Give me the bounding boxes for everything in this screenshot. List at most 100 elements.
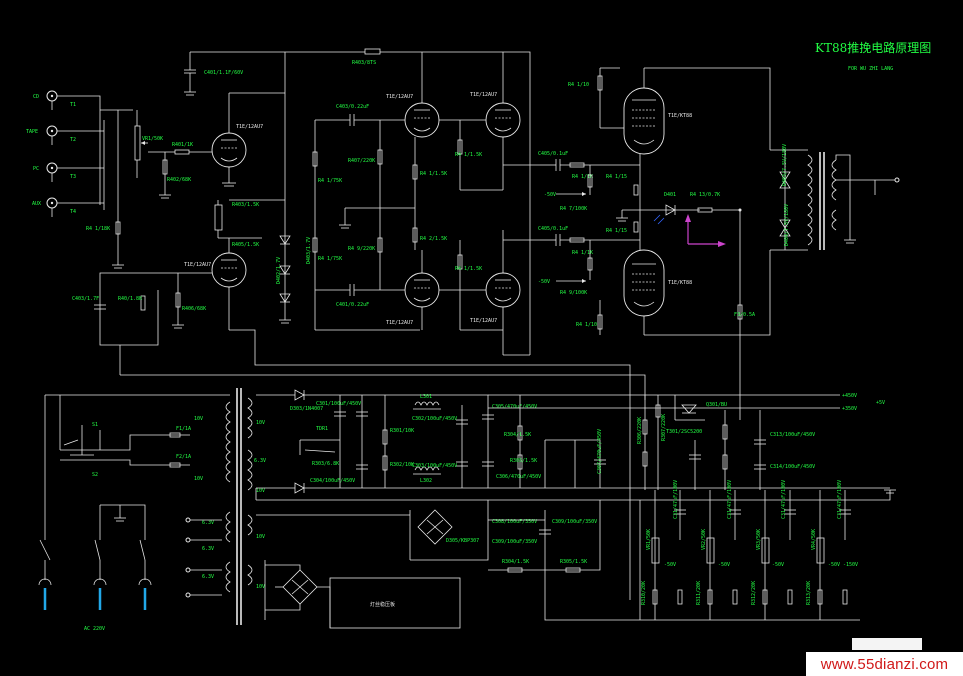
svg-text:C301/100uF/450V: C301/100uF/450V bbox=[316, 401, 361, 407]
svg-text:C314/100uF/450V: C314/100uF/450V bbox=[770, 464, 815, 470]
svg-text:T1E/12AU7: T1E/12AU7 bbox=[386, 94, 413, 100]
svg-text:-50V: -50V bbox=[664, 562, 676, 568]
svg-text:-50V: -50V bbox=[544, 192, 556, 198]
input-jack-aux: AUX T4 bbox=[32, 197, 80, 217]
svg-text:R305/1.5K: R305/1.5K bbox=[510, 458, 537, 464]
preamp-stage: R403/8TS C401/1.1F/60V T1E/12AU7 R401/1K… bbox=[72, 48, 646, 600]
input-jack-pc: PC T3 bbox=[33, 162, 80, 182]
svg-text:10V: 10V bbox=[256, 488, 265, 494]
svg-text:VR4/50K: VR4/50K bbox=[811, 529, 817, 550]
svg-text:AUX: AUX bbox=[32, 201, 41, 207]
svg-text:T4: T4 bbox=[70, 209, 76, 215]
svg-text:F2/1A: F2/1A bbox=[176, 454, 191, 460]
svg-text:R304/1.5K: R304/1.5K bbox=[502, 559, 529, 565]
watermark-text: www.55dianzi.com bbox=[820, 655, 949, 673]
input-jack-tape: TAPE T2 bbox=[26, 125, 80, 145]
svg-text:R303/6.8K: R303/6.8K bbox=[312, 461, 339, 467]
svg-text:10V: 10V bbox=[256, 534, 265, 540]
svg-text:C31/47uF/100V: C31/47uF/100V bbox=[781, 480, 787, 519]
svg-text:C31/47uF/100V: C31/47uF/100V bbox=[673, 480, 679, 519]
svg-text:R40/1.8K: R40/1.8K bbox=[118, 296, 142, 302]
svg-text:R310/20K: R310/20K bbox=[641, 581, 647, 605]
svg-text:-50V: -50V bbox=[718, 562, 730, 568]
svg-text:10V: 10V bbox=[194, 416, 203, 422]
svg-text:+450V: +450V bbox=[842, 393, 857, 399]
schematic-subtitle: FOR WU ZHI LANG bbox=[848, 66, 893, 72]
svg-text:TAPE: TAPE bbox=[26, 129, 38, 135]
svg-text:6.3V: 6.3V bbox=[202, 574, 214, 580]
svg-text:TDR1: TDR1 bbox=[316, 426, 328, 432]
svg-text:C309/100uF/350V: C309/100uF/350V bbox=[552, 519, 597, 525]
svg-text:R4 1/1K: R4 1/1K bbox=[572, 174, 593, 180]
watermark-background bbox=[852, 638, 922, 650]
svg-text:C401/0.22uF: C401/0.22uF bbox=[336, 302, 369, 308]
svg-text:L302: L302 bbox=[420, 478, 432, 484]
svg-text:R304/1.5K: R304/1.5K bbox=[504, 432, 531, 438]
svg-text:R4 7/100K: R4 7/100K bbox=[560, 206, 587, 212]
svg-text:R301/10K: R301/10K bbox=[390, 428, 414, 434]
svg-text:R307/220K: R307/220K bbox=[661, 414, 667, 441]
svg-text:R302/10K: R302/10K bbox=[390, 462, 414, 468]
svg-text:VR1/50K: VR1/50K bbox=[646, 529, 652, 550]
svg-text:F1/1A: F1/1A bbox=[176, 426, 191, 432]
svg-text:R402/68K: R402/68K bbox=[167, 177, 191, 183]
svg-text:D305/KBP307: D305/KBP307 bbox=[446, 538, 479, 544]
svg-text:S2: S2 bbox=[92, 472, 98, 478]
svg-text:C309/100uF/350V: C309/100uF/350V bbox=[492, 539, 537, 545]
svg-text:R4 2/1.5K: R4 2/1.5K bbox=[420, 236, 447, 242]
svg-text:C31/47uF/100V: C31/47uF/100V bbox=[837, 480, 843, 519]
svg-text:R4 1/18K: R4 1/18K bbox=[86, 226, 110, 232]
svg-text:C313/100uF/450V: C313/100uF/450V bbox=[770, 432, 815, 438]
schematic-title: KT88推挽电路原理图 bbox=[815, 40, 931, 55]
svg-text:C405/0.1uF: C405/0.1uF bbox=[538, 151, 568, 157]
svg-text:10V: 10V bbox=[256, 584, 265, 590]
svg-text:R4 1/1.5K: R4 1/1.5K bbox=[455, 152, 482, 158]
svg-text:R4 1/75K: R4 1/75K bbox=[318, 256, 342, 262]
output-stage: C405/0.1uF C405/0.1uF R4 1/1K R4 1/1K -5… bbox=[538, 67, 900, 420]
svg-text:R403/8TS: R403/8TS bbox=[352, 60, 376, 66]
svg-text:R4 1/75K: R4 1/75K bbox=[318, 178, 342, 184]
svg-text:VR3/50K: VR3/50K bbox=[756, 529, 762, 550]
svg-text:VR1/50K: VR1/50K bbox=[142, 136, 163, 142]
svg-text:AC 220V: AC 220V bbox=[84, 626, 105, 632]
svg-text:R4 1/1.5K: R4 1/1.5K bbox=[420, 171, 447, 177]
svg-text:T1: T1 bbox=[70, 102, 76, 108]
svg-text:D404/7.5V/180V: D404/7.5V/180V bbox=[784, 204, 790, 246]
svg-text:Q301/BU: Q301/BU bbox=[706, 402, 727, 408]
svg-text:D403/1.7V: D403/1.7V bbox=[306, 237, 312, 264]
svg-text:+350V: +350V bbox=[842, 406, 857, 412]
svg-text:D401: D401 bbox=[664, 192, 676, 198]
svg-text:T301/2SC5200: T301/2SC5200 bbox=[666, 429, 702, 435]
svg-text:C302/100uF/450V: C302/100uF/450V bbox=[412, 416, 457, 422]
svg-text:L301: L301 bbox=[420, 394, 432, 400]
svg-text:10V: 10V bbox=[194, 476, 203, 482]
svg-text:C403/1.7F: C403/1.7F bbox=[72, 296, 99, 302]
svg-text:R4 9/100K: R4 9/100K bbox=[560, 290, 587, 296]
svg-text:D303/1N4007: D303/1N4007 bbox=[290, 406, 323, 412]
svg-text:R305/1.5K: R305/1.5K bbox=[560, 559, 587, 565]
svg-text:R405/1.5K: R405/1.5K bbox=[232, 242, 259, 248]
svg-text:S1: S1 bbox=[92, 422, 98, 428]
input-selector: CD T1 TAPE T2 PC T3 AUX T4 bbox=[26, 90, 163, 269]
svg-text:6.3V: 6.3V bbox=[202, 520, 214, 526]
svg-text:T1E/KT88: T1E/KT88 bbox=[668, 280, 692, 286]
svg-text:C305/470uF/450V: C305/470uF/450V bbox=[492, 404, 537, 410]
svg-text:T3: T3 bbox=[70, 174, 76, 180]
input-jack-cd: CD T1 bbox=[33, 90, 80, 110]
svg-text:T1E/12AU7: T1E/12AU7 bbox=[184, 262, 211, 268]
svg-text:VR2/50K: VR2/50K bbox=[701, 529, 707, 550]
svg-text:F3/0.5A: F3/0.5A bbox=[734, 312, 755, 318]
svg-text:10V: 10V bbox=[256, 420, 265, 426]
svg-text:C405/0.1uF: C405/0.1uF bbox=[538, 226, 568, 232]
svg-text:R4 1/1.5K: R4 1/1.5K bbox=[455, 266, 482, 272]
svg-text:C401/1.1F/60V: C401/1.1F/60V bbox=[204, 70, 243, 76]
svg-text:C308/100uF/350V: C308/100uF/350V bbox=[492, 519, 537, 525]
svg-text:R306/220K: R306/220K bbox=[637, 417, 643, 444]
svg-text:R407/220K: R407/220K bbox=[348, 158, 375, 164]
svg-text:6.3V: 6.3V bbox=[202, 546, 214, 552]
svg-text:T1E/12AU7: T1E/12AU7 bbox=[386, 320, 413, 326]
svg-text:R401/1K: R401/1K bbox=[172, 142, 193, 148]
svg-text:C303/100uF/450V: C303/100uF/450V bbox=[412, 463, 457, 469]
svg-text:R403/1.5K: R403/1.5K bbox=[232, 202, 259, 208]
